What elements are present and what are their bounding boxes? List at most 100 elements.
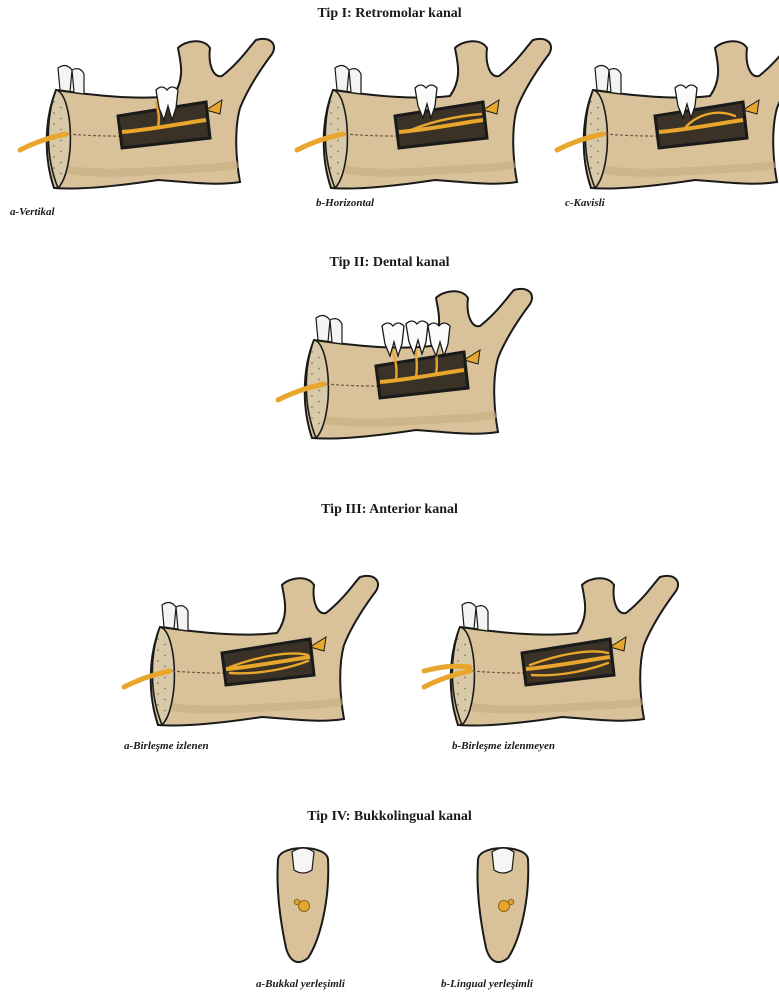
mandible-illustration bbox=[266, 280, 536, 445]
trabecular-dot bbox=[318, 401, 320, 403]
trabecular-dot bbox=[164, 644, 166, 646]
trabecular-dot bbox=[157, 693, 159, 695]
caption-tip3-b: b-Birleşme izlenmeyen bbox=[452, 740, 555, 752]
trabecular-dot bbox=[60, 140, 62, 142]
trabecular-dot bbox=[60, 162, 62, 164]
trabecular-dot bbox=[590, 167, 592, 169]
tip-2-title: Tip II: Dental kanal bbox=[0, 255, 779, 271]
trabecular-dot bbox=[164, 677, 166, 679]
trabecular-dot bbox=[157, 660, 159, 662]
trabecular-dot bbox=[464, 677, 466, 679]
trabecular-dot bbox=[311, 351, 313, 353]
trabecular-dot bbox=[590, 156, 592, 158]
trabecular-dot bbox=[60, 118, 62, 120]
accessory-canal bbox=[294, 899, 299, 904]
trabecular-dot bbox=[457, 682, 459, 684]
trabecular-dot bbox=[457, 693, 459, 695]
trabecular-dot bbox=[597, 173, 599, 175]
trabecular-dot bbox=[337, 140, 339, 142]
trabecular-dot bbox=[311, 417, 313, 419]
trabecular-dot bbox=[337, 151, 339, 153]
trabecular-dot bbox=[464, 699, 466, 701]
front-teeth bbox=[335, 65, 361, 94]
trabecular-dot bbox=[457, 649, 459, 651]
caption-tip1-a: a-Vertikal bbox=[10, 206, 55, 218]
mandible-illustration bbox=[545, 30, 779, 195]
cross-section-illustration bbox=[268, 840, 338, 970]
front-teeth bbox=[316, 315, 342, 344]
trabecular-dot bbox=[464, 688, 466, 690]
trabecular-dot bbox=[318, 390, 320, 392]
accessory-canal bbox=[508, 899, 513, 904]
trabecular-dot bbox=[597, 140, 599, 142]
cross-section-illustration bbox=[468, 840, 538, 970]
trabecular-dot bbox=[164, 655, 166, 657]
caption-tip4-b: b-Lingual yerleşimli bbox=[441, 978, 533, 990]
main-canal bbox=[499, 901, 510, 912]
trabecular-dot bbox=[60, 173, 62, 175]
trabecular-dot bbox=[597, 118, 599, 120]
trabecular-dot bbox=[53, 123, 55, 125]
tooth-crown bbox=[292, 848, 314, 873]
trabecular-dot bbox=[590, 112, 592, 114]
trabecular-dot bbox=[590, 101, 592, 103]
trabecular-dot bbox=[157, 704, 159, 706]
trabecular-dot bbox=[157, 682, 159, 684]
front-teeth bbox=[162, 602, 188, 631]
trabecular-dot bbox=[311, 373, 313, 375]
mandible-illustration bbox=[112, 567, 382, 732]
trabecular-dot bbox=[590, 123, 592, 125]
trabecular-dot bbox=[311, 362, 313, 364]
tip-4-title: Tip IV: Bukkolingual kanal bbox=[0, 809, 779, 825]
trabecular-dot bbox=[337, 107, 339, 109]
trabecular-dot bbox=[464, 710, 466, 712]
trabecular-dot bbox=[53, 101, 55, 103]
front-teeth bbox=[595, 65, 621, 94]
mandible-illustration bbox=[285, 30, 555, 195]
main-canal bbox=[299, 901, 310, 912]
trabecular-dot bbox=[318, 368, 320, 370]
trabecular-dot bbox=[157, 649, 159, 651]
trabecular-dot bbox=[164, 699, 166, 701]
trabecular-dot bbox=[597, 107, 599, 109]
caption-tip4-a: a-Bukkal yerleşimli bbox=[256, 978, 345, 990]
mandible-illustration bbox=[412, 567, 682, 732]
trabecular-dot bbox=[318, 379, 320, 381]
trabecular-dot bbox=[330, 112, 332, 114]
front-teeth bbox=[58, 65, 84, 94]
trabecular-dot bbox=[457, 704, 459, 706]
trabecular-dot bbox=[330, 101, 332, 103]
caption-tip1-c: c-Kavisli bbox=[565, 197, 605, 209]
tip-1-title: Tip I: Retromolar kanal bbox=[0, 6, 779, 22]
trabecular-dot bbox=[330, 156, 332, 158]
trabecular-dot bbox=[330, 123, 332, 125]
trabecular-dot bbox=[457, 660, 459, 662]
trabecular-dot bbox=[337, 118, 339, 120]
caption-tip1-b: b-Horizontal bbox=[316, 197, 374, 209]
trabecular-dot bbox=[318, 357, 320, 359]
trabecular-dot bbox=[60, 129, 62, 131]
trabecular-dot bbox=[164, 666, 166, 668]
trabecular-dot bbox=[337, 129, 339, 131]
trabecular-dot bbox=[464, 644, 466, 646]
tooth-crown bbox=[492, 848, 514, 873]
mandible-illustration bbox=[8, 30, 278, 195]
trabecular-dot bbox=[53, 156, 55, 158]
trabecular-dot bbox=[164, 710, 166, 712]
trabecular-dot bbox=[337, 173, 339, 175]
trabecular-dot bbox=[53, 167, 55, 169]
trabecular-dot bbox=[590, 145, 592, 147]
trabecular-dot bbox=[597, 129, 599, 131]
trabecular-dot bbox=[60, 151, 62, 153]
tip-3-title: Tip III: Anterior kanal bbox=[0, 502, 779, 518]
trabecular-dot bbox=[330, 167, 332, 169]
trabecular-dot bbox=[53, 112, 55, 114]
trabecular-dot bbox=[311, 406, 313, 408]
caption-tip3-a: a-Birleşme izlenen bbox=[124, 740, 209, 752]
trabecular-dot bbox=[330, 145, 332, 147]
trabecular-dot bbox=[53, 145, 55, 147]
trabecular-dot bbox=[164, 688, 166, 690]
trabecular-dot bbox=[318, 423, 320, 425]
trabecular-dot bbox=[157, 638, 159, 640]
trabecular-dot bbox=[457, 638, 459, 640]
